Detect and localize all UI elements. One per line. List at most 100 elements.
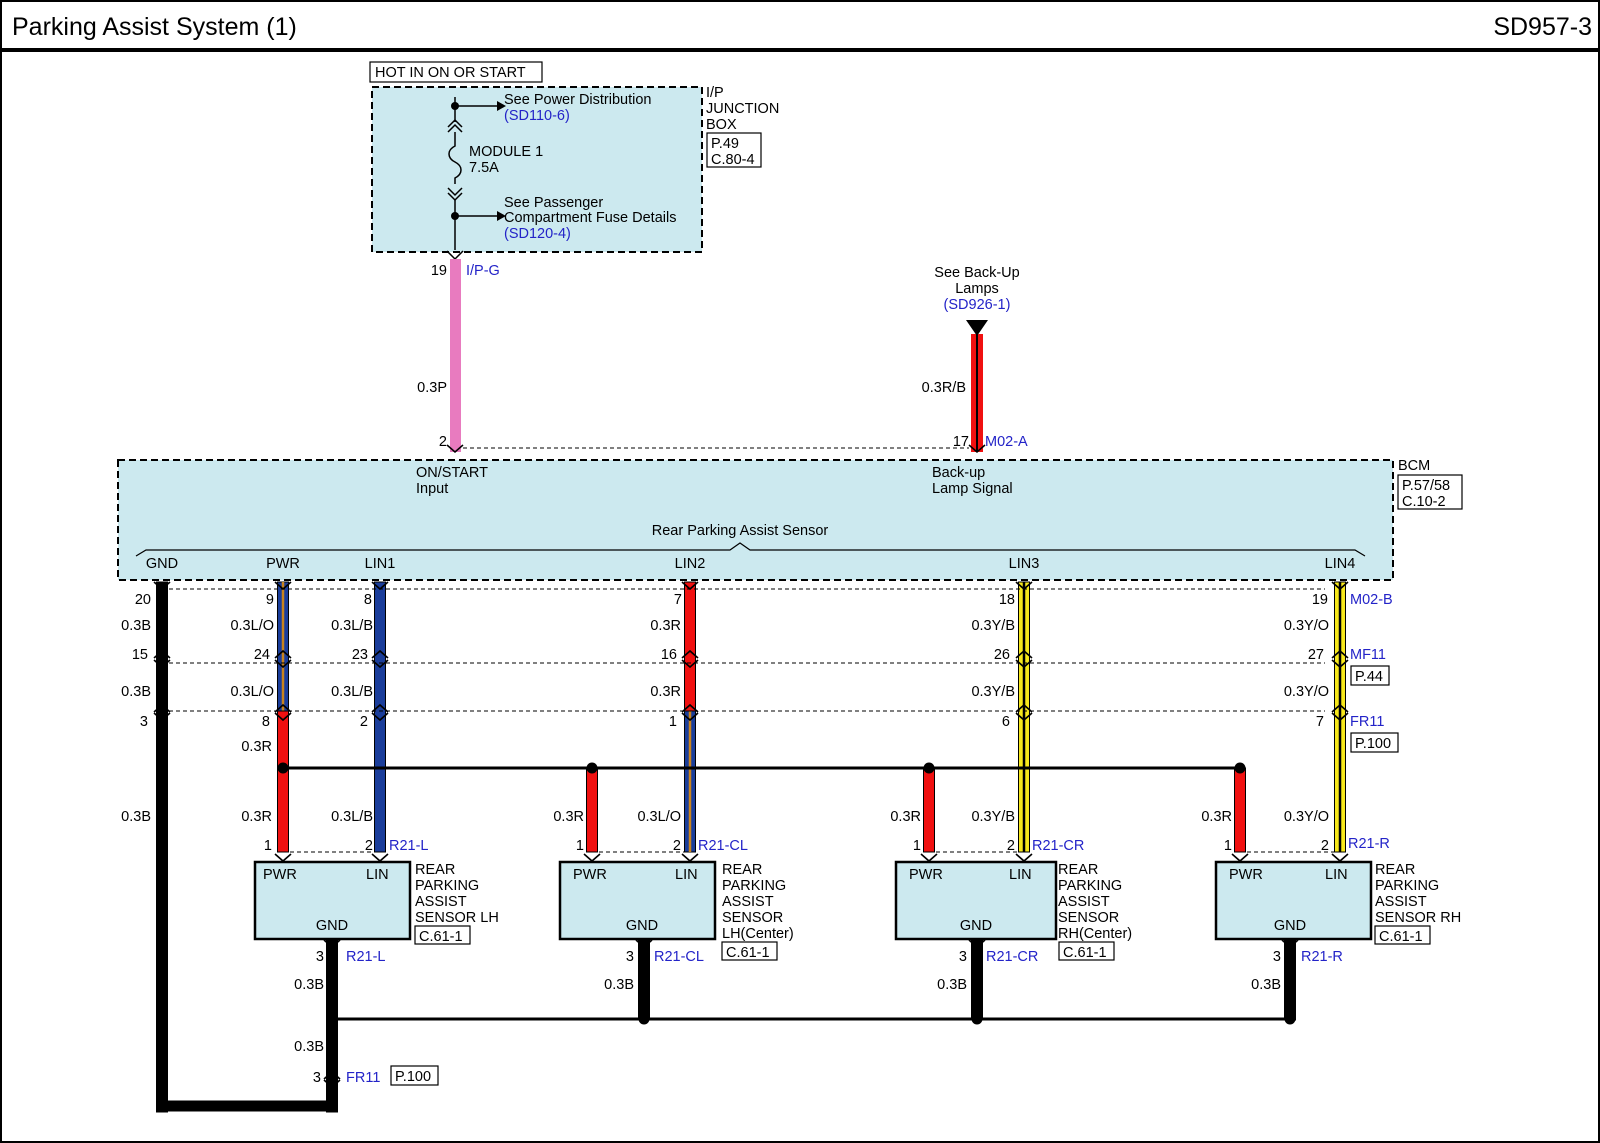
connector-mf11-down-icon-3	[681, 659, 699, 669]
sensor-r-lin: LIN	[1325, 867, 1348, 883]
splice-gnd-3	[1284, 1013, 1296, 1025]
gnd-pin-c: 3	[140, 714, 148, 730]
mf11-conn[interactable]: MF11	[1350, 647, 1386, 663]
junction-box: HOT IN ON OR START I/P JUNCTION BOX P.49…	[369, 61, 779, 253]
pwr-pin-c: 8	[262, 714, 270, 730]
sensor-lh-pwr: PWR	[263, 867, 297, 883]
sensor-lh: PWR LIN GND 1 2 R21-L REAR PARKING ASSIS…	[253, 838, 499, 993]
pwr-w1: 0.3L/O	[230, 618, 274, 634]
rpas-brace	[135, 542, 1366, 557]
ground-return-conn[interactable]: FR11	[346, 1070, 380, 1086]
connector-mf11-up-icon-2	[371, 649, 389, 659]
fuse-terminal-top-icon	[447, 118, 463, 128]
ipg-pin: 19	[431, 263, 447, 279]
sensor-cr-gnd-conn[interactable]: R21-CR	[986, 949, 1038, 965]
lin4-w3: 0.3Y/O	[1284, 809, 1329, 825]
connector-fr11-up-icon-4	[1015, 703, 1033, 713]
sensor-lh-gnd-wire: 0.3B	[294, 977, 324, 993]
pwr-w2: 0.3L/O	[230, 684, 274, 700]
connector-sensor-gnd-icon-3	[1281, 939, 1299, 949]
wire-gnd	[156, 581, 168, 1113]
backup-conn[interactable]: M02-A	[985, 434, 1028, 450]
power-condition-label: HOT IN ON OR START	[375, 65, 526, 81]
bcm-pin-lin3: LIN3	[1009, 556, 1040, 572]
sensor-lh-ref-box	[414, 925, 471, 945]
connector-mf11-up-icon-3	[681, 649, 699, 659]
junction-box-ref-box	[706, 132, 762, 168]
connector-sensor-cr-icon-5	[1015, 853, 1033, 863]
m02b-conn[interactable]: M02-B	[1350, 592, 1393, 608]
sensor-lh-conn[interactable]: R21-L	[389, 838, 429, 854]
sensor-cl-ref-box	[721, 941, 778, 961]
splice-gnd-2	[971, 1013, 983, 1025]
splice-gnd-0	[326, 1013, 338, 1025]
backup-line1: See Back-Up	[934, 265, 1019, 281]
sensor-cl-conn[interactable]: R21-CL	[698, 838, 748, 854]
splice-gnd-1	[638, 1013, 650, 1025]
junction-box-name-2: JUNCTION	[706, 101, 779, 117]
backup-wire-label: 0.3R/B	[922, 380, 966, 396]
wire-pwr-cr	[923, 767, 935, 853]
connector-fr11-return-down-icon	[323, 1079, 341, 1089]
gnd-bus	[332, 1017, 1290, 1021]
sensor-cr-pin-lin: 2	[1007, 838, 1015, 854]
sensor-lh-name-2: PARKING	[415, 878, 479, 894]
sensor-lh-gnd-conn[interactable]: R21-L	[346, 949, 386, 965]
bcm-pin-lin2: LIN2	[675, 556, 706, 572]
wire-lin2-red	[684, 581, 696, 712]
sensor-cr-box	[894, 860, 1058, 941]
ipg-conn[interactable]: I/P-G	[466, 263, 500, 279]
wires-layer	[156, 581, 1346, 1113]
sensor-r-name-3: ASSIST	[1375, 894, 1427, 910]
gnd-pin-b: 15	[132, 647, 148, 663]
sensor-r-gnd-conn[interactable]: R21-R	[1301, 949, 1343, 965]
lin3-w3: 0.3Y/B	[971, 809, 1015, 825]
bcm-backup-2: Lamp Signal	[932, 481, 1013, 497]
bcm-page-ref: P.57/58	[1402, 478, 1450, 494]
backup-ref[interactable]: (SD926-1)	[944, 297, 1011, 313]
mf11-page-box	[1350, 665, 1390, 686]
connector-fr11-down-icon-4	[1015, 712, 1033, 722]
see-power-ref[interactable]: (SD110-6)	[504, 108, 570, 124]
junction-box-panel	[371, 86, 703, 253]
wire-pwr-r	[1234, 767, 1246, 853]
sensor-cl-gnd-conn[interactable]: R21-CL	[654, 949, 704, 965]
bcm-ref-box	[1397, 474, 1463, 510]
fuse-rating: 7.5A	[469, 160, 499, 176]
sensor-r-pin-lin: 2	[1321, 838, 1329, 854]
connector-fr11-up-icon-5	[1331, 703, 1349, 713]
fr11-page: P.100	[1355, 736, 1391, 752]
connector-fr11-down-icon-5	[1331, 712, 1349, 722]
sensor-r-conn-ref: C.61-1	[1379, 929, 1423, 945]
sensor-cl-gnd: GND	[626, 918, 658, 934]
sensor-lh-name-3: ASSIST	[415, 894, 467, 910]
bcm-pin-lin4: LIN4	[1325, 556, 1356, 572]
connector-sensor-cl-icon-2	[583, 853, 601, 863]
sensor-r-pin-gnd: 3	[1273, 949, 1281, 965]
lin2-w2: 0.3R	[650, 684, 681, 700]
sensor-cl-name-4: SENSOR	[722, 910, 783, 926]
page-code: SD957-3	[1493, 13, 1592, 41]
sensor-cr-gnd-wire: 0.3B	[937, 977, 967, 993]
junction-box-page-ref: P.49	[711, 136, 739, 152]
ground-return-page-box	[390, 1065, 439, 1086]
connector-mf11-down-icon-5	[1331, 659, 1349, 669]
see-pass-ref[interactable]: (SD120-4)	[504, 226, 571, 242]
lin1-pin-c: 2	[360, 714, 368, 730]
sensor-r-conn[interactable]: R21-R	[1348, 836, 1390, 852]
connector-fr11-return-up-icon	[323, 1070, 341, 1080]
connector-fr11-up-icon-0	[153, 703, 171, 713]
sensor-r-name-2: PARKING	[1375, 878, 1439, 894]
backup-line2: Lamps	[955, 281, 999, 297]
sensor-cl-pin-lin: 2	[673, 838, 681, 854]
sensor-cr-conn[interactable]: R21-CR	[1032, 838, 1084, 854]
connector-sensor-r-icon-7	[1331, 853, 1349, 863]
wire-labels: 20 0.3B 15 0.3B 3 0.3B 9 0.3L/O 24 0.3L/…	[121, 592, 1399, 825]
sensor-cl-pin-gnd: 3	[626, 949, 634, 965]
lin4-pin-c: 7	[1316, 714, 1324, 730]
sensor-cr-pwr: PWR	[909, 867, 943, 883]
connector-mf11-down-icon-4	[1015, 659, 1033, 669]
lin3-pin-c: 6	[1002, 714, 1010, 730]
fr11-conn[interactable]: FR11	[1350, 714, 1384, 730]
gnd-pin-a: 20	[135, 592, 151, 608]
